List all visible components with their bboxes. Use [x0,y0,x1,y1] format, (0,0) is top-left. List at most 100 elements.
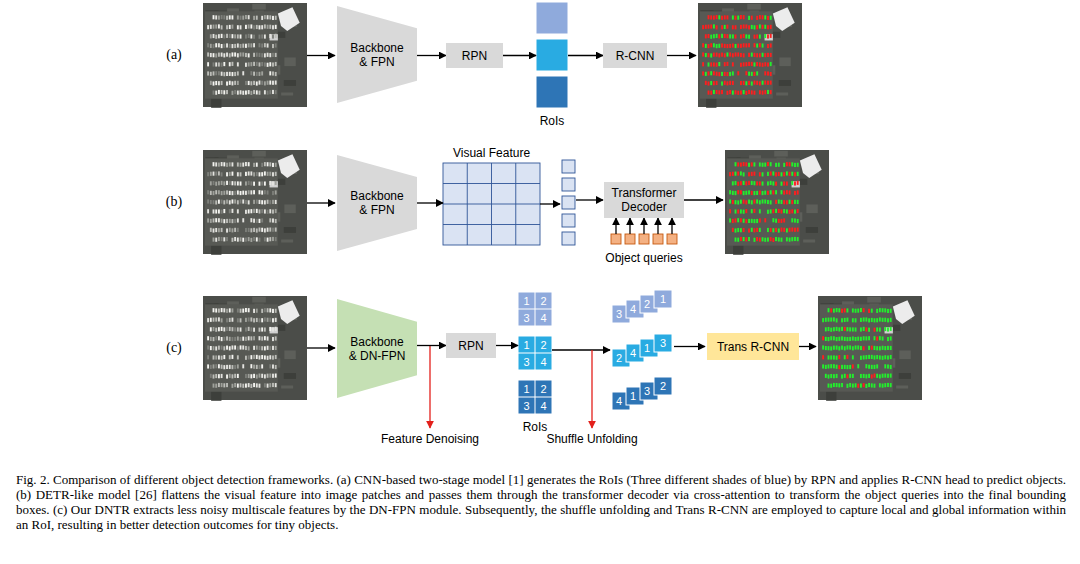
car [753,191,755,195]
arrow-connector [417,345,446,346]
car [267,228,269,232]
car [732,172,734,176]
car [207,172,209,176]
car [726,81,728,85]
photo-texture [806,227,818,233]
car [756,181,758,185]
car [253,81,255,85]
car [256,53,258,57]
car [218,16,220,20]
car [871,374,873,378]
car [223,346,225,350]
car [729,90,731,94]
car [261,181,263,185]
car [218,327,220,331]
car [797,219,799,223]
photo-texture [826,391,836,400]
car [242,191,244,195]
car [721,81,723,85]
car [767,210,769,214]
car [226,365,228,369]
car [269,162,271,166]
car [218,336,220,340]
car [231,25,233,29]
car [828,318,830,322]
car [759,209,761,213]
car [245,318,247,322]
car [221,228,223,232]
car [887,346,889,350]
car [269,318,271,322]
car [259,365,261,369]
car [876,364,878,368]
car [221,72,223,76]
car [272,16,274,20]
car [218,81,220,85]
car [735,191,737,195]
car [860,308,862,312]
process-box: R-CNN [603,43,667,68]
car [721,16,723,20]
car [261,200,263,204]
car [237,71,239,75]
car [753,199,755,203]
car [748,228,750,232]
car [269,364,271,368]
car [855,318,857,322]
car [767,34,769,38]
car [882,336,884,340]
car [248,209,250,213]
car [710,81,712,85]
car [231,181,233,185]
car [248,62,250,66]
photo-texture [284,373,296,379]
car [764,81,766,85]
car [245,383,247,387]
car [226,219,228,223]
car [213,364,215,368]
car [770,171,772,175]
car [743,15,745,19]
car [240,309,242,313]
car [223,327,225,331]
car [223,162,225,166]
car [794,191,796,195]
car [716,63,718,67]
car [213,34,215,38]
car [231,374,233,378]
flow-arrow [576,199,603,200]
car [884,308,886,312]
car [261,318,263,322]
car [789,238,791,242]
car [248,90,250,94]
car [783,228,785,232]
car [713,24,715,28]
car [775,228,777,232]
car [264,346,266,350]
car [269,200,271,204]
car [272,318,274,322]
car [836,308,838,312]
car [215,355,217,359]
car [215,308,217,312]
car [250,218,252,222]
car [259,182,261,186]
car [857,309,859,313]
photo-texture [281,239,293,242]
car [708,34,710,38]
car [253,62,255,66]
car [215,317,217,321]
car [242,91,244,95]
car [234,219,236,223]
car [275,181,277,185]
car [213,200,215,204]
car [724,15,726,19]
car [702,43,704,47]
car [261,71,263,75]
car [737,228,739,232]
car [210,44,212,48]
car [887,355,889,359]
car [226,163,228,167]
car [210,337,212,341]
